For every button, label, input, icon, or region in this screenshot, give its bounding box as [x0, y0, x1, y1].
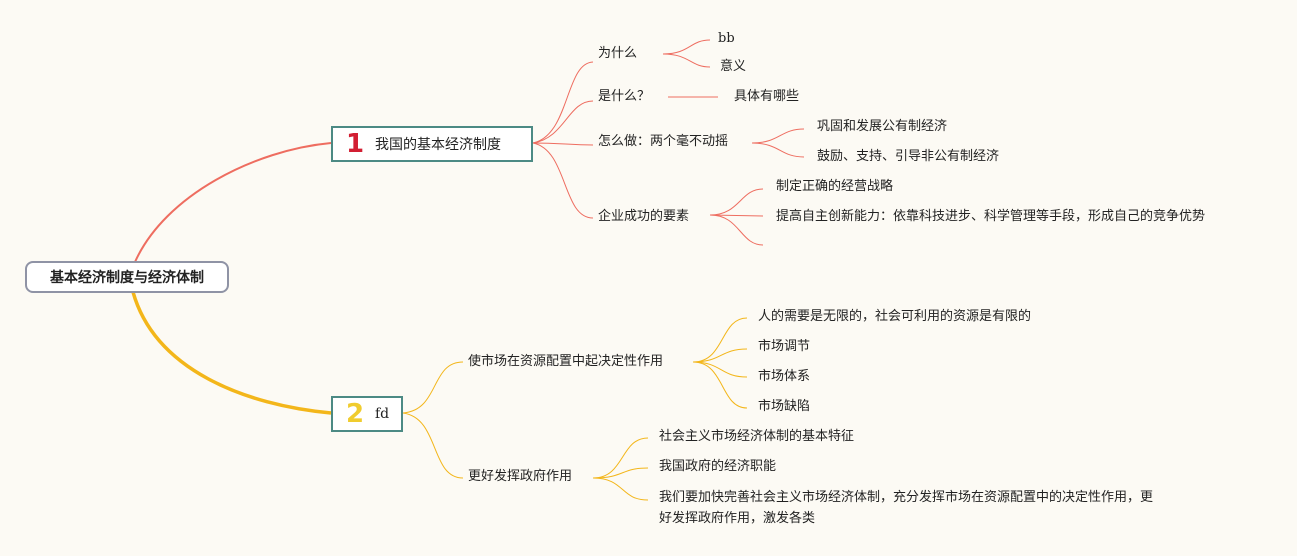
topic-node-1[interactable]: 1 我国的基本经济制度 [331, 126, 533, 162]
link-gov-c3 [592, 477, 649, 501]
link-root-topic2 [131, 291, 332, 415]
subtopic-market[interactable]: 使市场在资源配置中起决定性作用 [468, 354, 664, 369]
link-root-topic1 [134, 142, 332, 263]
subtopic-why[interactable]: 为什么 [598, 46, 638, 61]
topic-node-2[interactable]: 2 fd [331, 396, 403, 432]
link-t1-success [532, 142, 594, 219]
subtopic-government[interactable]: 更好发挥政府作用 [468, 469, 573, 484]
leaf-market-defects[interactable]: 市场缺陷 [758, 399, 811, 414]
leaf-gov-functions[interactable]: 我国政府的经济职能 [659, 459, 777, 474]
link-t1-how [532, 142, 594, 146]
link-t1-why [532, 61, 594, 144]
leaf-innovation[interactable]: 提高自主创新能力：依靠科技进步、科学管理等手段，形成自己的竞争优势 [776, 209, 1206, 224]
root-node[interactable]: 基本经济制度与经济体制 [25, 261, 229, 293]
link-how-nonpublic [751, 142, 805, 158]
link-market-c4 [692, 361, 748, 409]
link-success-innovation [709, 214, 764, 217]
leaf-needs-resources[interactable]: 人的需要是无限的，社会可利用的资源是有限的 [758, 309, 1032, 324]
subtopic-success[interactable]: 企业成功的要素 [598, 209, 690, 224]
leaf-basic-features[interactable]: 社会主义市场经济体制的基本特征 [659, 429, 855, 444]
link-market-c2 [692, 348, 748, 363]
link-how-public [751, 128, 805, 144]
subtopic-what[interactable]: 是什么？ [598, 89, 651, 104]
leaf-improve-system[interactable]: 我们要加快完善社会主义市场经济体制，充分发挥市场在资源配置中的决定性作用，更好发… [659, 490, 1154, 526]
link-t2-market [402, 361, 464, 414]
link-success-empty [709, 214, 764, 246]
leaf-specific[interactable]: 具体有哪些 [734, 89, 800, 104]
link-gov-c2 [592, 467, 649, 479]
leaf-market-system[interactable]: 市场体系 [758, 369, 811, 384]
leaf-public-economy[interactable]: 巩固和发展公有制经济 [817, 119, 948, 134]
link-why-bb [662, 39, 711, 55]
link-gov-c1 [592, 437, 649, 479]
priority-2-icon: 2 [345, 399, 365, 429]
link-t2-gov [402, 412, 464, 479]
leaf-strategy[interactable]: 制定正确的经营战略 [776, 179, 894, 194]
topic-1-label: 我国的基本经济制度 [375, 137, 501, 153]
link-market-c1 [692, 317, 748, 363]
leaf-market-regulation[interactable]: 市场调节 [758, 339, 811, 354]
link-t1-what [532, 100, 594, 144]
leaf-nonpublic-economy[interactable]: 鼓励、支持、引导非公有制经济 [817, 149, 1000, 164]
leaf-meaning[interactable]: 意义 [720, 59, 747, 74]
topic-2-label: fd [375, 406, 390, 422]
root-label: 基本经济制度与经济体制 [50, 270, 204, 286]
leaf-bb[interactable]: bb [718, 31, 735, 46]
priority-1-icon: 1 [345, 129, 365, 159]
link-market-c3 [692, 361, 748, 378]
subtopic-how[interactable]: 怎么做：两个毫不动摇 [598, 134, 729, 149]
link-success-strategy [709, 188, 764, 216]
link-why-meaning [662, 53, 711, 68]
